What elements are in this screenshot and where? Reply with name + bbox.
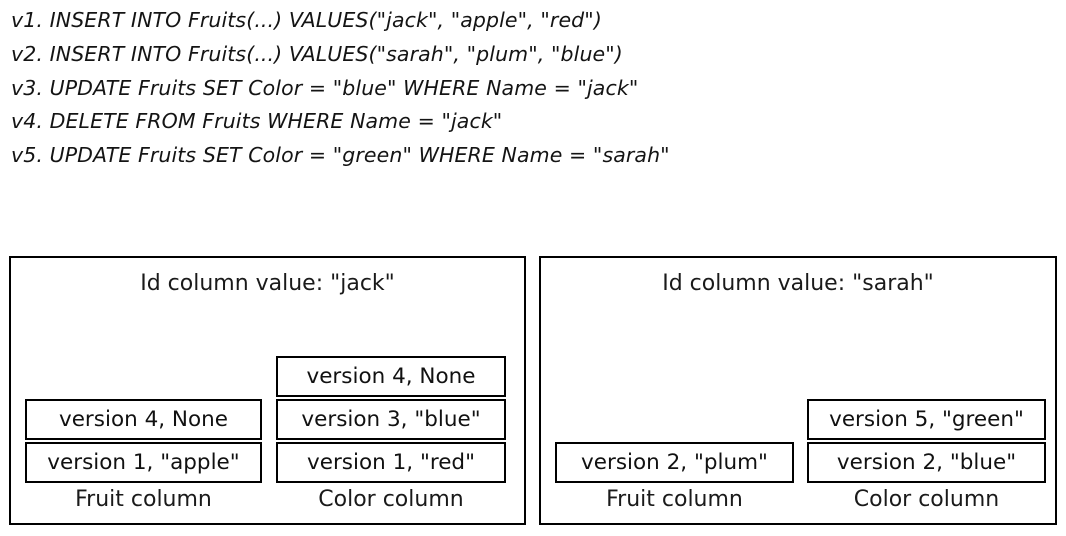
- version-cell: version 4, None: [276, 356, 506, 397]
- row-card-jack: Id column value: "jack" version 4, None …: [9, 256, 526, 525]
- column-label-fruit: Fruit column: [606, 487, 743, 512]
- column-group-color: version 5, "green" version 2, "blue" Col…: [807, 399, 1046, 515]
- row-id-title: Id column value: "jack": [140, 271, 395, 296]
- sql-line-v2: v2. INSERT INTO Fruits(...) VALUES("sara…: [11, 41, 623, 66]
- column-label-color: Color column: [318, 487, 464, 512]
- version-cell: version 3, "blue": [276, 399, 506, 440]
- row-id-title: Id column value: "sarah": [662, 271, 934, 296]
- version-cell: version 2, "plum": [555, 442, 794, 483]
- column-group-fruit: version 4, None version 1, "apple" Fruit…: [25, 399, 262, 515]
- version-cell-stack: version 4, None version 1, "apple": [25, 399, 262, 483]
- column-group-color: version 4, None version 3, "blue" versio…: [276, 356, 506, 515]
- version-cell: version 5, "green": [807, 399, 1046, 440]
- sql-line-v3: v3. UPDATE Fruits SET Color = "blue" WHE…: [11, 75, 639, 100]
- column-label-color: Color column: [853, 487, 1000, 512]
- sql-line-v1: v1. INSERT INTO Fruits(...) VALUES("jack…: [11, 8, 602, 32]
- version-cell: version 4, None: [25, 399, 262, 440]
- version-cell-stack: version 4, None version 3, "blue" versio…: [276, 356, 506, 483]
- version-cell: version 1, "red": [276, 442, 506, 483]
- version-cell: version 1, "apple": [25, 442, 262, 483]
- row-card-sarah: Id column value: "sarah" version 2, "plu…: [539, 256, 1057, 525]
- version-cell-stack: version 5, "green" version 2, "blue": [807, 399, 1046, 483]
- sql-statement-log: v1. INSERT INTO Fruits(...) VALUES("jack…: [11, 4, 1051, 173]
- version-cell-stack: version 2, "plum": [555, 442, 794, 483]
- column-group-fruit: version 2, "plum" Fruit column: [555, 442, 794, 515]
- version-cell: version 2, "blue": [807, 442, 1046, 483]
- sql-line-v5: v5. UPDATE Fruits SET Color = "green" WH…: [11, 143, 670, 168]
- sql-line-v4: v4. DELETE FROM Fruits WHERE Name = "jac…: [11, 109, 503, 134]
- column-label-fruit: Fruit column: [75, 487, 212, 512]
